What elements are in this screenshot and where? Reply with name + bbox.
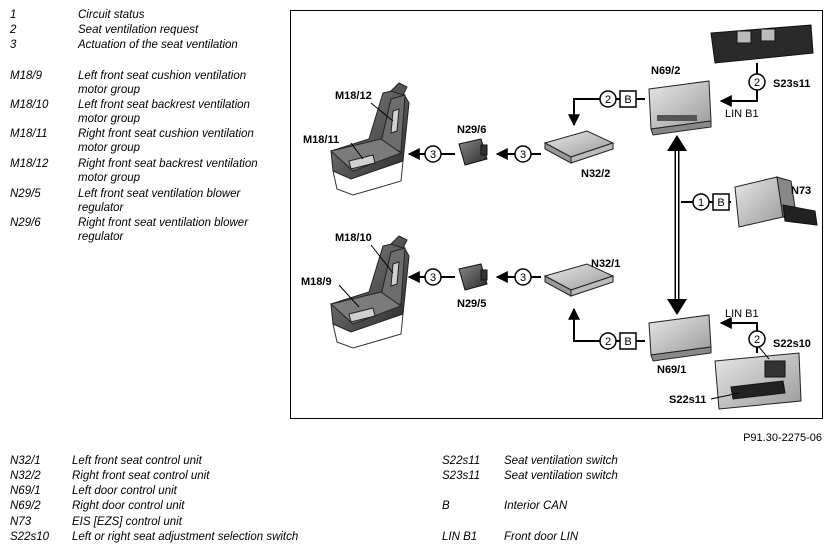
- signal-marker-3-n29-6: 3: [424, 145, 442, 163]
- legend-key: N69/1: [10, 485, 41, 497]
- legend-key: M18/11: [10, 128, 48, 140]
- label-n29-5: N29/5: [457, 298, 486, 310]
- legend-key: S23s11: [442, 470, 481, 482]
- legend-key: S22s11: [442, 455, 481, 467]
- label-s23s11: S23s11: [773, 78, 810, 90]
- legend-key: N32/2: [10, 470, 41, 482]
- left-seat-illustration: [329, 235, 410, 349]
- legend-value: Seat ventilation switch: [504, 470, 618, 482]
- legend-value: Left or right seat adjustment selection …: [72, 531, 299, 543]
- signal-marker-3-n32-2: 3: [514, 145, 532, 163]
- ventilation-diagram: M18/12 M18/11 M18/10 M18/9 N29/6 N29/5: [290, 10, 823, 419]
- signal-marker-2-b-top: 2 B: [599, 90, 637, 108]
- eis-control-unit-n73: [734, 176, 818, 228]
- figure-reference: P91.30-2275-06: [743, 432, 822, 444]
- seat-control-unit-n32-1: [543, 263, 615, 297]
- legend-key: M18/9: [10, 70, 42, 82]
- label-n29-6: N29/6: [457, 124, 486, 136]
- signal-number: 3: [430, 272, 436, 284]
- can-arrow-down: [667, 299, 687, 315]
- callout-line: [758, 346, 770, 360]
- label-s22s11: S22s11: [669, 394, 706, 406]
- label-n69-1: N69/1: [657, 364, 686, 376]
- legend-value: Interior CAN: [504, 500, 568, 512]
- legend-value: Right front seat backrest ventilation mo…: [78, 158, 258, 184]
- legend-value: Right front seat control unit: [72, 470, 210, 482]
- callout-line: [710, 392, 740, 400]
- legend-value: Left door control unit: [72, 485, 177, 497]
- legend-key: N69/2: [10, 500, 41, 512]
- legend-key: 1: [10, 9, 17, 21]
- legend-key: N29/5: [10, 188, 41, 200]
- legend-value: Left front seat cushion ventilation moto…: [78, 70, 247, 96]
- bus-letter: B: [624, 94, 631, 106]
- label-m18-11: M18/11: [303, 134, 339, 146]
- label-n73: N73: [791, 185, 811, 197]
- legend-key: N29/6: [10, 217, 41, 229]
- label-m18-9: M18/9: [301, 276, 332, 288]
- callout-line: [370, 244, 394, 274]
- legend-value: Seat ventilation switch: [504, 455, 618, 467]
- legend-key: M18/10: [10, 99, 49, 111]
- label-lin-b1-bottom: LIN B1: [725, 308, 759, 320]
- label-lin-b1-top: LIN B1: [725, 108, 759, 120]
- legend-key: N73: [10, 516, 32, 528]
- label-n69-2: N69/2: [651, 65, 680, 77]
- legend-key: 2: [10, 24, 17, 36]
- legend-key: 3: [10, 39, 17, 51]
- signal-marker-2-b-bottom: 2 B: [599, 332, 637, 350]
- legend-value: Left front seat ventilation blower regul…: [78, 188, 241, 214]
- bus-letter: B: [624, 336, 631, 348]
- legend-value: Left front seat backrest ventilation mot…: [78, 99, 250, 125]
- signal-marker-2-s23s11: 2: [748, 73, 766, 91]
- label-n32-1: N32/1: [591, 258, 620, 270]
- legend-value: Right front seat ventilation blower regu…: [78, 217, 249, 243]
- legend-key: B: [442, 500, 450, 512]
- right-seat-illustration: [329, 82, 410, 196]
- label-n32-2: N32/2: [581, 168, 610, 180]
- signal-number: 2: [754, 334, 760, 346]
- label-m18-10: M18/10: [335, 232, 372, 244]
- blower-regulator-n29-5: [458, 263, 488, 291]
- bus-letter: B: [717, 197, 724, 209]
- callout-line: [370, 102, 394, 122]
- signal-number: 3: [520, 272, 526, 284]
- callout-line: [350, 142, 364, 160]
- signal-marker-2-s22s10: 2: [748, 330, 766, 348]
- blower-regulator-n29-6: [458, 138, 488, 166]
- legend-value: Right door control unit: [72, 500, 185, 512]
- legend-value: Right front seat cushion ventilation mot…: [78, 128, 254, 154]
- label-s22s10: S22s10: [773, 338, 811, 350]
- callout-line: [338, 284, 360, 308]
- legend-value: Actuation of the seat ventilation: [78, 39, 238, 51]
- signal-number: 2: [754, 77, 760, 89]
- legend-value: Seat ventilation request: [78, 24, 199, 36]
- legend-value: Front door LIN: [504, 531, 579, 543]
- signal-number: 3: [520, 149, 526, 161]
- legend-key: S22s10: [10, 531, 50, 543]
- legend-key: M18/12: [10, 158, 49, 170]
- seat-ventilation-switch-s23s11: [710, 24, 814, 64]
- legend-key: LIN B1: [442, 531, 478, 543]
- label-m18-12: M18/12: [335, 90, 372, 102]
- can-arrow-up: [667, 135, 687, 151]
- seat-adjustment-switch-s22s10: [714, 352, 802, 410]
- signal-marker-3-n32-1: 3: [514, 268, 532, 286]
- legend-key: N32/1: [10, 455, 41, 467]
- signal-number: 2: [605, 94, 611, 106]
- door-control-unit-n69-2: [648, 80, 712, 136]
- seat-control-unit-n32-2: [543, 130, 615, 164]
- legend-value: EIS [EZS] control unit: [72, 516, 182, 528]
- signal-marker-1-b-n73: 1 B: [692, 193, 730, 211]
- signal-number: 2: [605, 336, 611, 348]
- legend-value: Left front seat control unit: [72, 455, 202, 467]
- legend-value: Circuit status: [78, 9, 145, 21]
- signal-marker-3-n29-5: 3: [424, 268, 442, 286]
- door-control-unit-n69-1: [648, 314, 712, 362]
- signal-number: 1: [698, 197, 704, 209]
- signal-number: 3: [430, 149, 436, 161]
